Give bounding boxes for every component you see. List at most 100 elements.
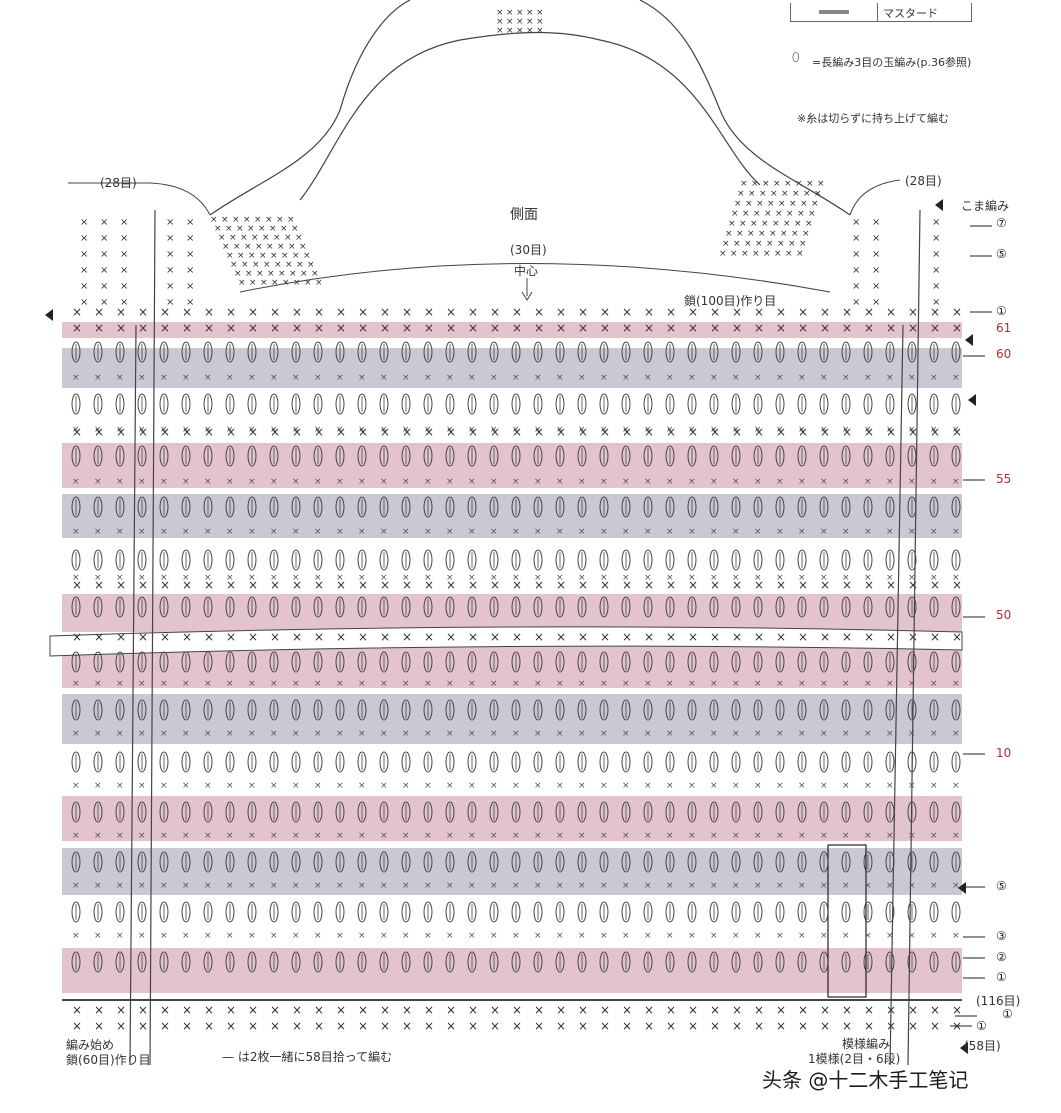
- puff-stitch-mark: [269, 651, 279, 673]
- chain-mark: ×: [248, 881, 256, 891]
- single-crochet-mark: ×: [864, 425, 874, 439]
- single-crochet-mark: ×: [160, 1003, 170, 1017]
- puff-stitch-mark: [181, 801, 191, 823]
- single-crochet-mark: ×: [798, 578, 808, 592]
- chain-mark: ×: [666, 831, 674, 841]
- single-crochet-mark: ×: [72, 578, 82, 592]
- handle-right-stitch: ×: [722, 239, 730, 249]
- single-crochet-mark: ×: [94, 305, 104, 319]
- handle-outer-left: [209, 0, 411, 216]
- single-crochet-mark: ×: [336, 1003, 346, 1017]
- single-crochet-mark: ×: [160, 630, 170, 644]
- chain-mark: ×: [754, 781, 762, 791]
- puff-stitch-mark: [621, 596, 631, 618]
- side-title: 側面: [510, 207, 538, 223]
- handle-left-stitch: ×: [214, 224, 222, 234]
- puff-stitch-mark: [885, 699, 895, 721]
- chain-mark: ×: [512, 679, 520, 689]
- row-number-1-b: ①: [1002, 1007, 1013, 1021]
- puff-stitch-mark: [819, 851, 829, 873]
- single-crochet-mark: ×: [952, 1003, 962, 1017]
- puff-stitch-mark: [841, 549, 851, 571]
- puff-stitch-mark: [687, 393, 697, 415]
- puff-stitch-mark: [445, 801, 455, 823]
- puff-stitch-mark: [357, 445, 367, 467]
- label-28-right: (28目): [905, 174, 942, 188]
- puff-stitch-mark: [401, 596, 411, 618]
- puff-stitch-mark: [225, 951, 235, 973]
- single-crochet-mark: ×: [336, 305, 346, 319]
- puff-stitch-mark: [313, 496, 323, 518]
- puff-stitch-mark: [71, 951, 81, 973]
- single-crochet-mark: ×: [204, 578, 214, 592]
- puff-stitch-mark: [753, 341, 763, 363]
- chain-mark: ×: [380, 573, 388, 583]
- handle-left-stitch: ×: [262, 233, 270, 243]
- puff-stitch-mark: [357, 496, 367, 518]
- single-crochet-mark: ×: [534, 1003, 544, 1017]
- puff-stitch-mark: [753, 951, 763, 973]
- puff-stitch-mark: [665, 751, 675, 773]
- single-crochet-mark: ×: [402, 578, 412, 592]
- single-crochet-mark: ×: [776, 1003, 786, 1017]
- single-crochet-mark: ×: [446, 578, 456, 592]
- single-crochet-mark: ×: [358, 321, 368, 335]
- chain-mark: ×: [72, 373, 80, 383]
- handle-left-stitch: ×: [304, 278, 312, 288]
- chain-mark: ×: [446, 573, 454, 583]
- puff-stitch-mark: [533, 951, 543, 973]
- chain-mark: ×: [600, 573, 608, 583]
- puff-stitch-mark: [115, 496, 125, 518]
- puff-stitch-mark: [753, 549, 763, 571]
- puff-stitch-mark: [137, 393, 147, 415]
- color-band-3: [62, 494, 962, 538]
- puff-stitch-mark: [467, 341, 477, 363]
- puff-stitch-mark: [225, 651, 235, 673]
- puff-stitch-mark: [863, 851, 873, 873]
- chain-mark: ×: [402, 373, 410, 383]
- handle-right-stitch: ×: [795, 179, 803, 189]
- puff-stitch-mark: [797, 445, 807, 467]
- handle-left-stitch: ×: [293, 278, 301, 288]
- puff-stitch-mark: [423, 596, 433, 618]
- color-band-4: [62, 594, 962, 632]
- single-crochet-mark: ×: [270, 630, 280, 644]
- single-crochet-mark: ×: [226, 630, 236, 644]
- single-crochet-mark: ×: [204, 305, 214, 319]
- puff-stitch-mark: [291, 851, 301, 873]
- puff-stitch-mark: [379, 751, 389, 773]
- puff-stitch-mark: [841, 596, 851, 618]
- single-crochet-mark: ×: [600, 321, 610, 335]
- puff-stitch-mark: [643, 445, 653, 467]
- puff-stitch-mark: [577, 801, 587, 823]
- puff-stitch-mark: [797, 496, 807, 518]
- puff-stitch-mark: [907, 901, 917, 923]
- puff-stitch-mark: [599, 801, 609, 823]
- puff-stitch-mark: [775, 445, 785, 467]
- puff-stitch-mark: [137, 901, 147, 923]
- puff-stitch-mark: [269, 549, 279, 571]
- puff-stitch-mark: [665, 596, 675, 618]
- puff-stitch-mark: [93, 496, 103, 518]
- chain-mark: ×: [490, 831, 498, 841]
- chain-mark: ×: [490, 527, 498, 537]
- puff-stitch-mark: [115, 393, 125, 415]
- puff-stitch-mark: [797, 751, 807, 773]
- puff-stitch-mark: [863, 549, 873, 571]
- handle-top-stitch: ×: [526, 8, 534, 18]
- puff-stitch-mark: [841, 851, 851, 873]
- chain-mark: ×: [270, 831, 278, 841]
- chain-mark: ×: [864, 729, 872, 739]
- single-crochet-mark: ×: [776, 305, 786, 319]
- chain-mark: ×: [116, 573, 124, 583]
- handle-left-stitch: ×: [285, 260, 293, 270]
- chain-mark: ×: [952, 729, 960, 739]
- puff-stitch-mark: [577, 951, 587, 973]
- single-crochet-mark: ×: [380, 321, 390, 335]
- chain-mark: ×: [644, 477, 652, 487]
- puff-stitch-mark: [181, 901, 191, 923]
- seam-right-outer: [907, 209, 921, 1066]
- chain-mark: ×: [490, 573, 498, 583]
- puff-stitch-mark: [203, 393, 213, 415]
- handle-top-stitch: ×: [506, 26, 514, 36]
